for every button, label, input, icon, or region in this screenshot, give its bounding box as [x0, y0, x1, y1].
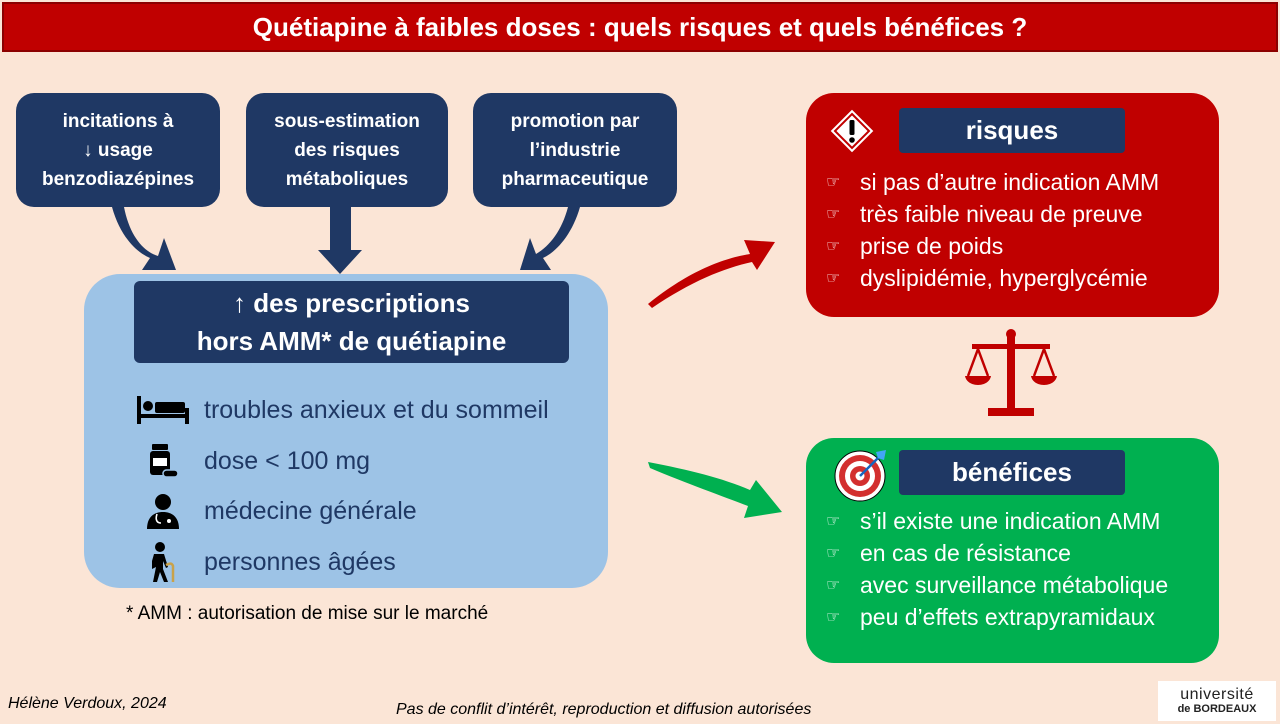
- elderly-person-icon: [134, 542, 192, 582]
- risk-item-text: très faible niveau de preuve: [860, 200, 1143, 227]
- fact-dose: dose < 100 mg: [134, 439, 594, 483]
- doctor-icon: [134, 491, 192, 531]
- arrow-cause-2: [318, 207, 362, 274]
- target-icon: [834, 450, 886, 502]
- cause-3-line-2: l’industrie: [529, 139, 621, 161]
- prescriptions-header-line-2: hors AMM* de quétiapine: [196, 326, 507, 356]
- cause-industry-promotion: promotion par l’industrie pharmaceutique: [473, 93, 677, 207]
- logo-text-bottom: de BORDEAUX: [1177, 702, 1257, 715]
- cause-metabolic-underestimation: sous-estimation des risques métaboliques: [246, 93, 448, 207]
- benefit-item-text: s’il existe une indication AMM: [860, 507, 1161, 534]
- fact-anxiety-sleep: troubles anxieux et du sommeil: [134, 388, 594, 432]
- cause-2-line-2: des risques: [294, 139, 400, 161]
- risk-item-text: prise de poids: [860, 232, 1004, 259]
- cause-1-line-2: ↓ usage: [83, 139, 153, 161]
- prescriptions-header: ↑ des prescriptions hors AMM* de quétiap…: [134, 281, 569, 363]
- pointing-hand-icon: ☞: [826, 513, 841, 530]
- fact-text-elderly: personnes âgées: [204, 547, 396, 576]
- benefits-panel: bénéfices ☞ s’il existe une indication AM…: [806, 438, 1219, 663]
- cause-1-line-3: benzodiazépines: [41, 168, 195, 190]
- arrow-to-benefits: [648, 462, 782, 518]
- cause-2-line-3: métaboliques: [285, 168, 409, 190]
- risks-list: ☞ si pas d’autre indication AMM ☞ très fai…: [826, 166, 1159, 294]
- cause-2-line-1: sous-estimation: [274, 110, 420, 132]
- pointing-hand-icon: ☞: [826, 545, 841, 562]
- warning-icon: [829, 108, 875, 154]
- cause-benzodiazepine-incentives: incitations à ↓ usage benzodiazépines: [16, 93, 220, 207]
- benefits-list: ☞ s’il existe une indication AMM ☞ en cas …: [826, 505, 1168, 633]
- pointing-hand-icon: ☞: [826, 270, 841, 287]
- risks-panel: risques ☞ si pas d’autre indication AMM ☞…: [806, 93, 1219, 317]
- list-item: ☞ prise de poids: [826, 230, 1159, 262]
- university-logo: université de BORDEAUX: [1158, 681, 1276, 721]
- arrow-to-risks: [648, 240, 775, 308]
- logo-text-top: université: [1180, 685, 1254, 703]
- list-item: ☞ avec surveillance métabolique: [826, 569, 1168, 601]
- list-item: ☞ s’il existe une indication AMM: [826, 505, 1168, 537]
- balance-scale-icon: [965, 329, 1057, 416]
- arrow-cause-3: [520, 207, 580, 270]
- page-title: Quétiapine à faibles doses : quels risqu…: [252, 11, 1028, 42]
- fact-text-anxiety-sleep: troubles anxieux et du sommeil: [204, 395, 549, 424]
- fact-general-practice: médecine générale: [134, 489, 594, 533]
- fact-text-general-practice: médecine générale: [204, 496, 417, 525]
- bed-icon: [134, 390, 192, 430]
- pointing-hand-icon: ☞: [826, 577, 841, 594]
- risks-header: risques: [899, 108, 1125, 153]
- pointing-hand-icon: ☞: [826, 206, 841, 223]
- list-item: ☞ peu d’effets extrapyramidaux: [826, 601, 1168, 633]
- disclaimer: Pas de conflit d’intérêt, reproduction e…: [396, 701, 812, 718]
- author-credit: Hélène Verdoux, 2024: [8, 695, 167, 712]
- list-item: ☞ très faible niveau de preuve: [826, 198, 1159, 230]
- list-item: ☞ dyslipidémie, hyperglycémie: [826, 262, 1159, 294]
- pill-bottle-icon: [134, 441, 192, 481]
- footnote-amm: * AMM : autorisation de mise sur le marc…: [126, 603, 489, 624]
- cause-3-line-3: pharmaceutique: [501, 168, 649, 190]
- benefit-item-text: peu d’effets extrapyramidaux: [860, 603, 1155, 630]
- arrow-cause-1: [112, 207, 176, 270]
- prescriptions-header-line-1: ↑ des prescriptions: [233, 288, 470, 318]
- fact-text-dose: dose < 100 mg: [204, 446, 371, 475]
- risk-item-text: dyslipidémie, hyperglycémie: [860, 264, 1148, 291]
- pointing-hand-icon: ☞: [826, 174, 841, 191]
- cause-3-line-1: promotion par: [510, 110, 640, 132]
- list-item: ☞ si pas d’autre indication AMM: [826, 166, 1159, 198]
- pointing-hand-icon: ☞: [826, 238, 841, 255]
- title-bar: Quétiapine à faibles doses : quels risqu…: [2, 2, 1278, 52]
- pointing-hand-icon: ☞: [826, 609, 841, 626]
- fact-elderly: personnes âgées: [134, 540, 594, 584]
- benefit-item-text: en cas de résistance: [860, 539, 1071, 566]
- list-item: ☞ en cas de résistance: [826, 537, 1168, 569]
- benefits-header: bénéfices: [899, 450, 1125, 495]
- benefit-item-text: avec surveillance métabolique: [860, 571, 1169, 598]
- cause-1-line-1: incitations à: [62, 110, 174, 132]
- risk-item-text: si pas d’autre indication AMM: [860, 168, 1160, 195]
